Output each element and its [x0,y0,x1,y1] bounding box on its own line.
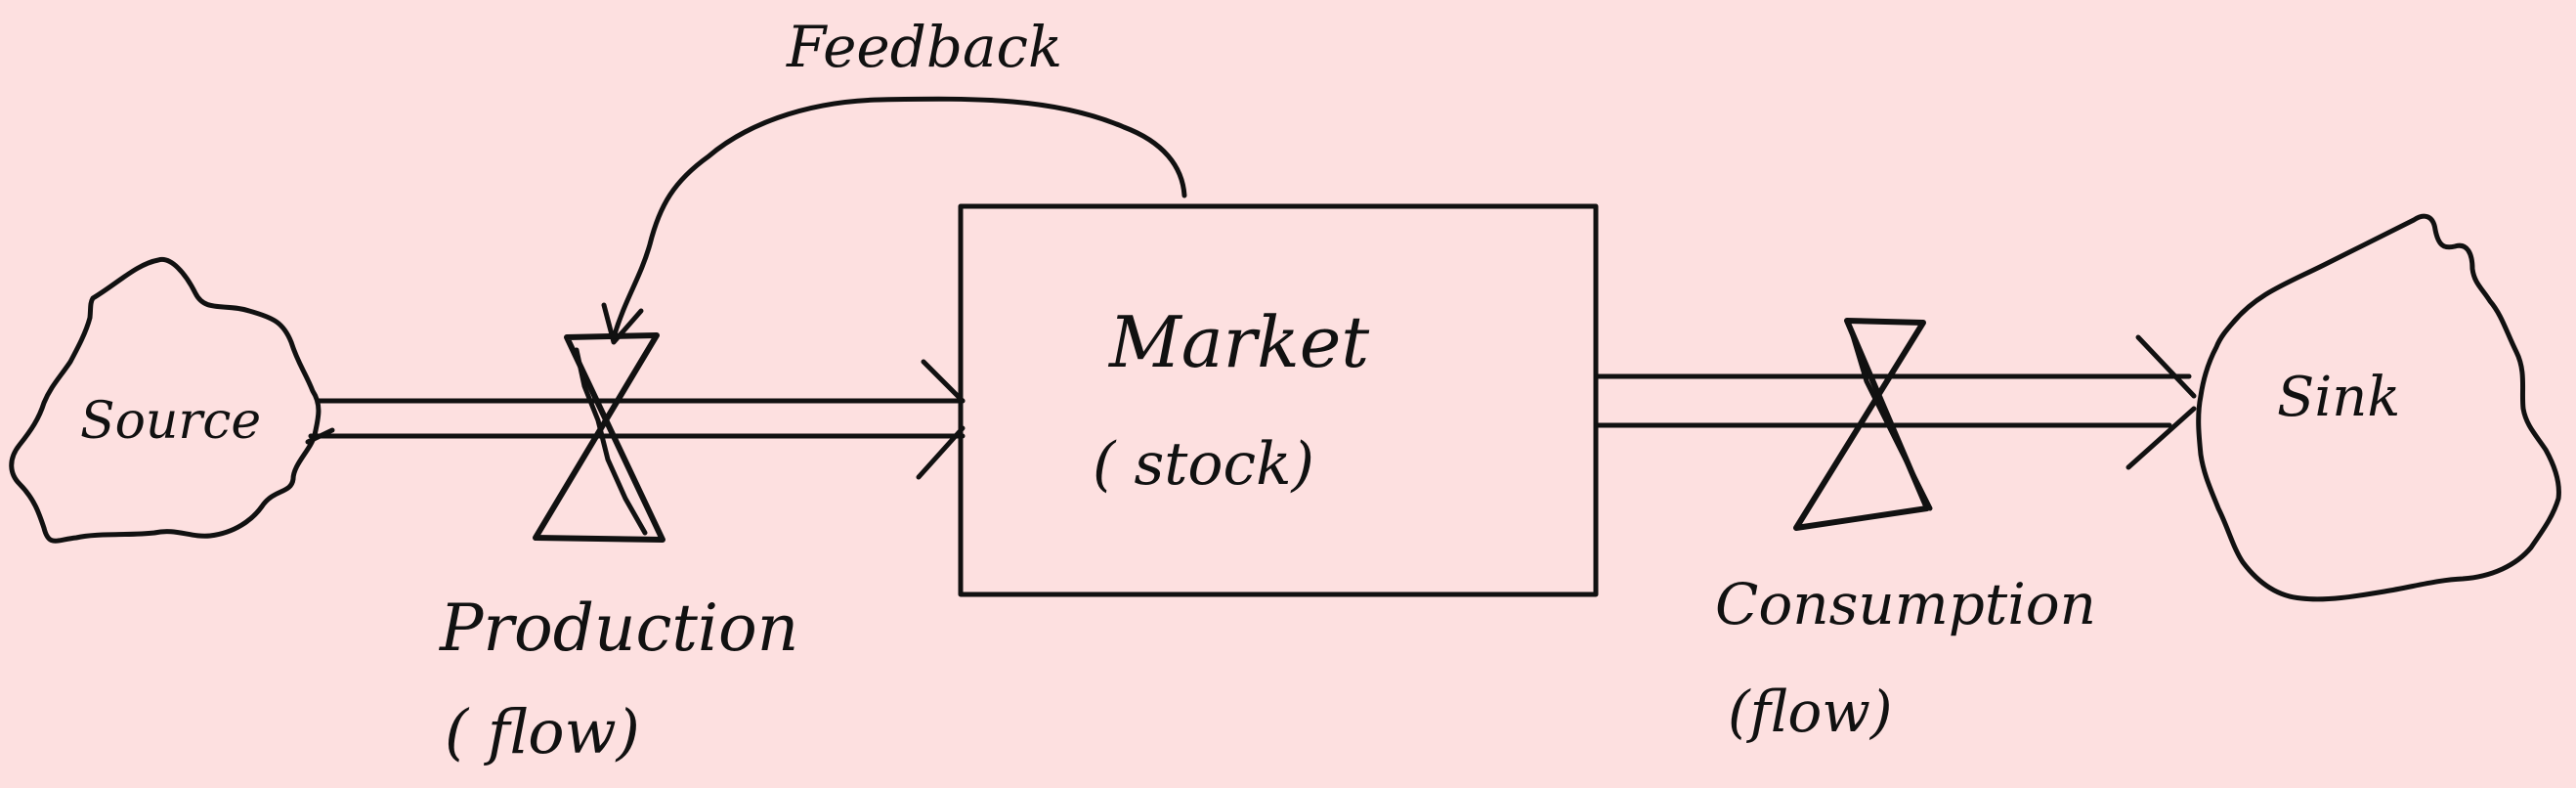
production-valve-icon [533,332,665,543]
production-title: Production [439,591,798,666]
consumption-title: Consumption [1715,571,2096,637]
sink-cloud [2196,213,2561,602]
source-cloud [9,257,322,544]
feedback-label: Feedback [786,14,1062,80]
stock-title: Market [1107,301,1370,383]
consumption-valve-icon [1793,318,1933,531]
source-outflow-pipe [305,359,966,480]
sink-label: Sink [2277,366,2400,429]
stock-subtitle: ( stock) [1093,430,1314,499]
production-subtitle: ( flow) [445,696,640,767]
feedback-arrow [601,96,1187,345]
consumption-pipe [1595,334,2197,470]
consumption-subtitle: (flow) [1728,679,1893,745]
source-label: Source [80,392,261,451]
market-stock-box [958,203,1599,597]
